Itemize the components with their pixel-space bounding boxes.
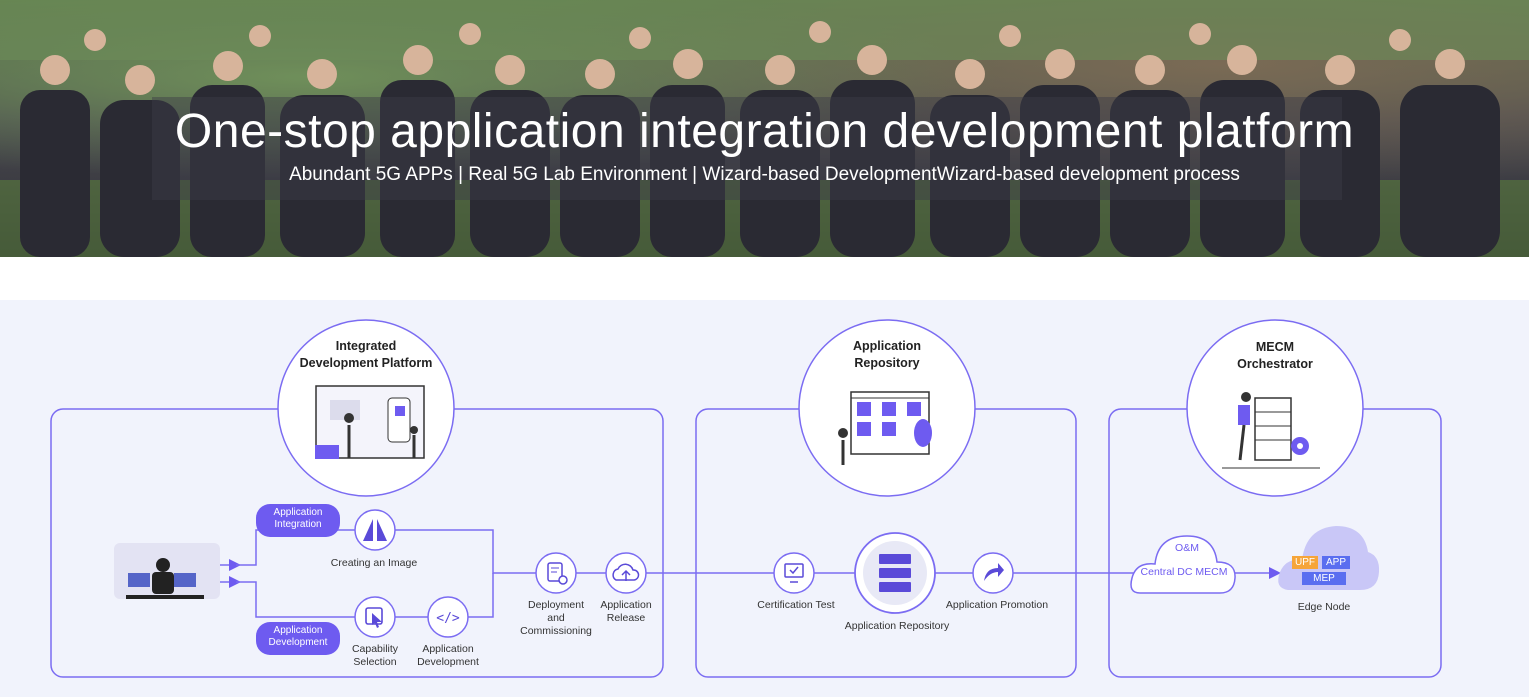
repo-illustration <box>838 391 932 465</box>
platform-flow-diagram: </> <box>50 319 1442 678</box>
central-dc-cloud <box>1130 535 1236 594</box>
deployment-label: Deployment and Commissioning <box>520 599 592 637</box>
capability-selection-label: Capability Selection <box>351 643 399 668</box>
hero-text-panel <box>152 97 1342 200</box>
promotion-node <box>972 552 1014 594</box>
application-development-label: Application Development <box>417 643 479 668</box>
mecm-illustration <box>1222 392 1320 469</box>
hero-banner: One-stop application integration develop… <box>0 0 1529 257</box>
edge-node-cloud <box>1278 526 1380 590</box>
application-integration-pill: Application Integration <box>256 504 340 537</box>
edge-node-label: Edge Node <box>1297 601 1351 613</box>
cursor-icon <box>365 607 383 628</box>
platform-diagram-section: </> Integ <box>0 300 1529 697</box>
certification-node <box>773 552 815 594</box>
app-badge: APP <box>1325 557 1346 568</box>
document-gear-icon <box>547 562 568 585</box>
mep-badge: MEP <box>1313 573 1335 584</box>
share-arrow-icon <box>984 563 1004 581</box>
creating-image-node <box>354 509 396 551</box>
promotion-label: Application Promotion <box>945 599 1049 611</box>
crowd-photo <box>0 0 1529 257</box>
repo-title: Application Repository <box>852 339 922 370</box>
application-development-pill: Application Development <box>256 622 340 655</box>
mirror-icon <box>363 519 387 541</box>
idp-illustration <box>315 385 425 459</box>
release-label: Application Release <box>600 599 652 624</box>
monitor-check-icon <box>784 563 804 583</box>
om-label: O&M <box>1175 542 1199 554</box>
repository-label: Application Repository <box>844 620 950 632</box>
hero-title: One-stop application integration develop… <box>174 105 1355 158</box>
cloud-upload-icon <box>612 563 640 581</box>
code-icon: </> <box>436 611 460 626</box>
mecm-title: MECM Orchestrator <box>1237 340 1313 371</box>
idp-title: Integrated Development Platform <box>299 339 433 370</box>
central-dc-label: Central DC MECM <box>1140 566 1228 578</box>
application-development-node <box>427 596 469 638</box>
server-stack-icon <box>879 554 911 592</box>
hero-subtitle: Abundant 5G APPs | Real 5G Lab Environme… <box>289 164 1240 185</box>
creating-image-label: Creating an Image <box>330 557 418 569</box>
upf-badge: UPF <box>1295 557 1315 568</box>
certification-label: Certification Test <box>757 599 835 611</box>
deployment-node <box>535 552 577 594</box>
developer-workstation-icon <box>114 543 220 599</box>
